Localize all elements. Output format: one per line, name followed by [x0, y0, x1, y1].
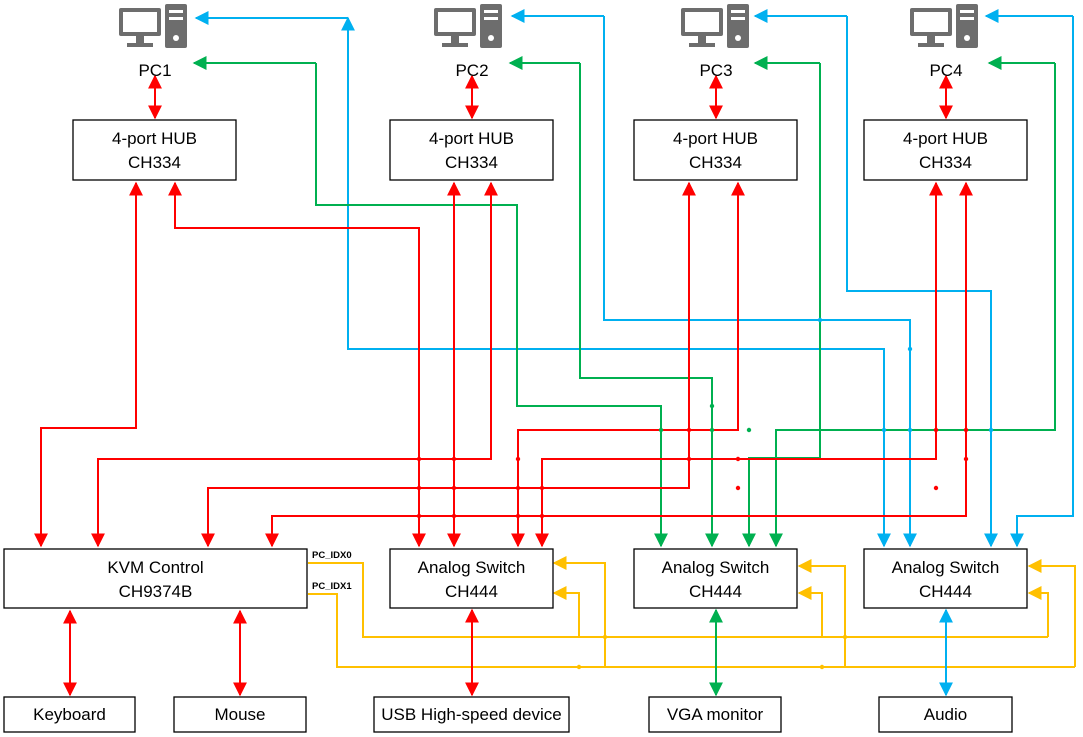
kvm-control-chip: CH9374B [119, 582, 193, 601]
analog-switch-1-title: Analog Switch [418, 558, 526, 577]
device-audio-label: Audio [924, 705, 967, 724]
pc-4-label: PC4 [929, 61, 962, 80]
hub-2: 4-port HUB CH334 [389, 119, 554, 181]
pc-4: PC4 [910, 4, 978, 80]
analog-switch-2-title: Analog Switch [662, 558, 770, 577]
device-usb-label: USB High-speed device [381, 705, 561, 724]
kvm-control-title: KVM Control [107, 558, 203, 577]
device-mouse: Mouse [173, 696, 307, 733]
analog-switch-2: Analog Switch CH444 [633, 548, 798, 609]
device-vga-label: VGA monitor [667, 705, 764, 724]
hub-1-title: 4-port HUB [112, 129, 197, 148]
analog-switch-3-chip: CH444 [919, 582, 972, 601]
desktop-computer-icon [910, 4, 978, 48]
hub-3-title: 4-port HUB [673, 129, 758, 148]
analog-switch-2-chip: CH444 [689, 582, 742, 601]
device-mouse-label: Mouse [214, 705, 265, 724]
signal-pc-idx0: PC_IDX0 [312, 550, 352, 561]
hub-4: 4-port HUB CH334 [863, 119, 1028, 181]
hub-4-chip: CH334 [919, 153, 972, 172]
hub-3: 4-port HUB CH334 [633, 119, 798, 181]
desktop-computer-icon [681, 4, 749, 48]
analog-switch-3: Analog Switch CH444 [863, 548, 1028, 609]
hub-1-chip: CH334 [128, 153, 181, 172]
device-keyboard-label: Keyboard [33, 705, 106, 724]
hub-3-chip: CH334 [689, 153, 742, 172]
desktop-computer-icon [434, 4, 502, 48]
hub-2-title: 4-port HUB [429, 129, 514, 148]
junction-dots [416, 317, 994, 670]
device-vga-monitor: VGA monitor [648, 696, 782, 733]
select-lines-yellow [308, 556, 1076, 668]
analog-switch-1: Analog Switch CH444 [389, 548, 554, 609]
signal-pc-idx1: PC_IDX1 [312, 581, 352, 592]
pc-2-label: PC2 [455, 61, 488, 80]
device-usb: USB High-speed device [373, 696, 570, 733]
kvm-control: KVM Control CH9374B [3, 548, 308, 609]
pc-2: PC2 [434, 4, 502, 80]
analog-switch-1-chip: CH444 [445, 582, 498, 601]
device-audio: Audio [878, 696, 1013, 733]
pc-1-label: PC1 [138, 61, 171, 80]
hub-2-chip: CH334 [445, 153, 498, 172]
device-keyboard: Keyboard [3, 696, 136, 733]
hub-1: 4-port HUB CH334 [72, 119, 237, 181]
hub-4-title: 4-port HUB [903, 129, 988, 148]
desktop-computer-icon [119, 4, 187, 48]
analog-switch-3-title: Analog Switch [892, 558, 1000, 577]
pc-3: PC3 [681, 4, 749, 80]
pc-3-label: PC3 [699, 61, 732, 80]
pc-1: PC1 [119, 4, 187, 80]
